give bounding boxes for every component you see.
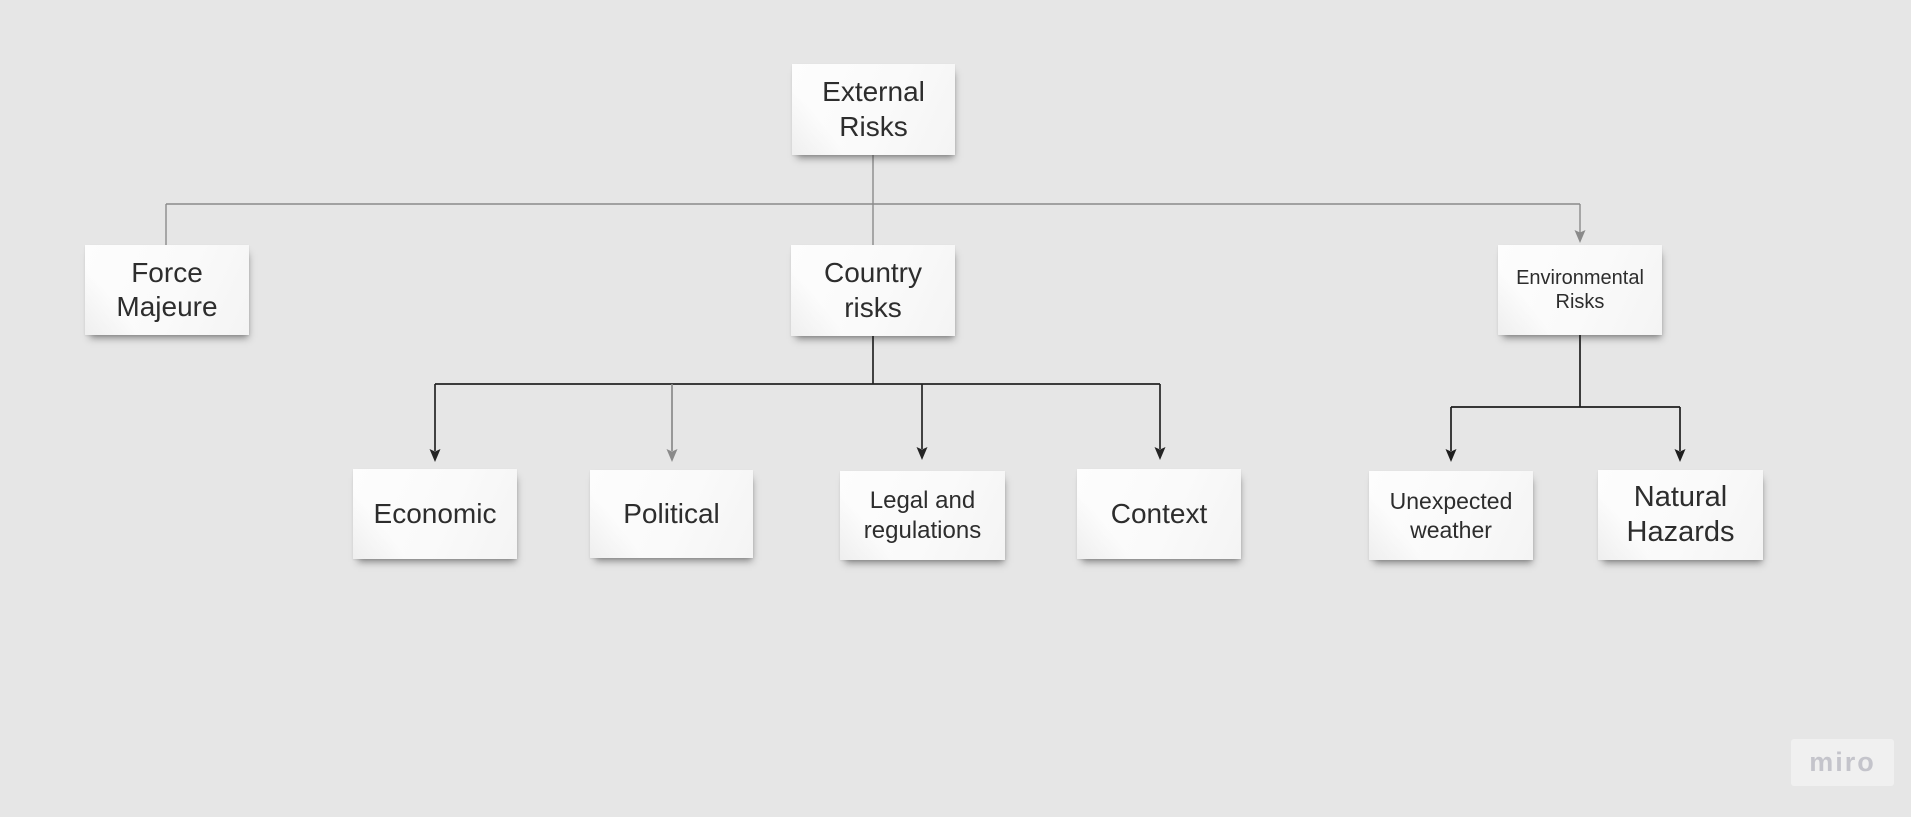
note-label: Economic xyxy=(373,497,497,529)
edges-level-1[interactable] xyxy=(165,155,1581,245)
arrowhead-unexpected-weather xyxy=(1445,449,1457,462)
sticky-note-legal-regulations[interactable]: Legal and regulations xyxy=(840,471,1005,560)
note-label: Context xyxy=(1110,497,1208,529)
note-label: Political xyxy=(623,497,720,529)
sticky-note-environmental-risks[interactable]: Environmental Risks xyxy=(1498,245,1662,335)
miro-logo-text: miro xyxy=(1809,747,1876,777)
note-label: Unexpected weather xyxy=(1389,488,1513,543)
sticky-note-natural-hazards[interactable]: Natural Hazards xyxy=(1598,470,1763,560)
note-label: Natural Hazards xyxy=(1626,480,1735,548)
sticky-note-context[interactable]: Context xyxy=(1077,469,1241,559)
miro-logo[interactable]: miro xyxy=(1791,739,1894,786)
arrowhead-legal xyxy=(916,447,928,460)
sticky-note-country-risks[interactable]: Country risks xyxy=(791,245,955,336)
note-label: External Risks xyxy=(822,76,925,142)
arrowhead-environmental xyxy=(1574,230,1586,243)
arrowhead-economic xyxy=(429,449,441,462)
sticky-note-force-majeure[interactable]: Force Majeure xyxy=(85,245,249,335)
sticky-note-economic[interactable]: Economic xyxy=(353,469,517,559)
arrowhead-context xyxy=(1154,447,1166,460)
sticky-note-external-risks[interactable]: External Risks xyxy=(792,64,955,155)
edges-level-3[interactable] xyxy=(1450,335,1681,451)
note-label: Legal and regulations xyxy=(863,487,982,544)
sticky-note-political[interactable]: Political xyxy=(590,470,753,558)
arrowhead-natural-hazards xyxy=(1674,449,1686,462)
note-label: Force Majeure xyxy=(116,256,218,322)
note-label: Environmental Risks xyxy=(1516,266,1644,313)
sticky-note-unexpected-weather[interactable]: Unexpected weather xyxy=(1369,471,1533,560)
note-label: Country risks xyxy=(823,257,923,323)
arrowhead-political xyxy=(666,449,678,462)
edges-level-2[interactable] xyxy=(434,336,1161,451)
